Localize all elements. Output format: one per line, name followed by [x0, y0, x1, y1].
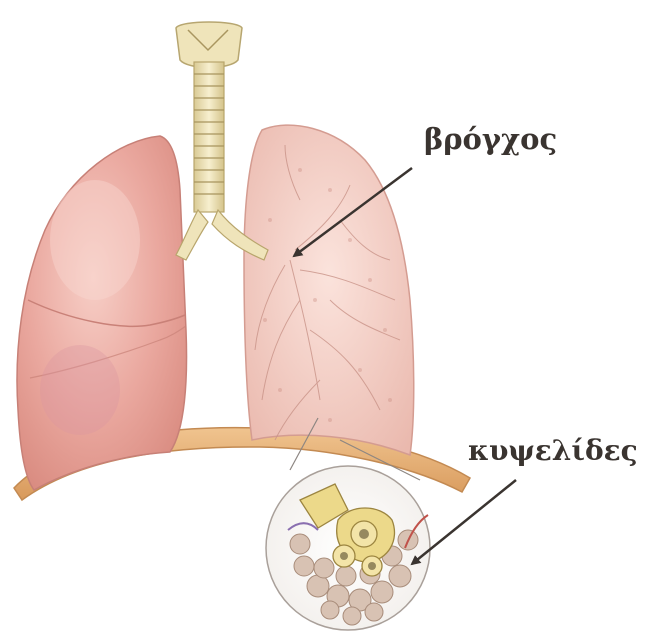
alveoli-magnified [266, 466, 430, 630]
alveoli-label: κυψελίδες [468, 434, 638, 467]
alveoli-arrow [412, 480, 516, 564]
left-lung [17, 136, 187, 490]
right-lung [244, 125, 414, 455]
bronchus-label: βρόγχος [424, 122, 557, 156]
